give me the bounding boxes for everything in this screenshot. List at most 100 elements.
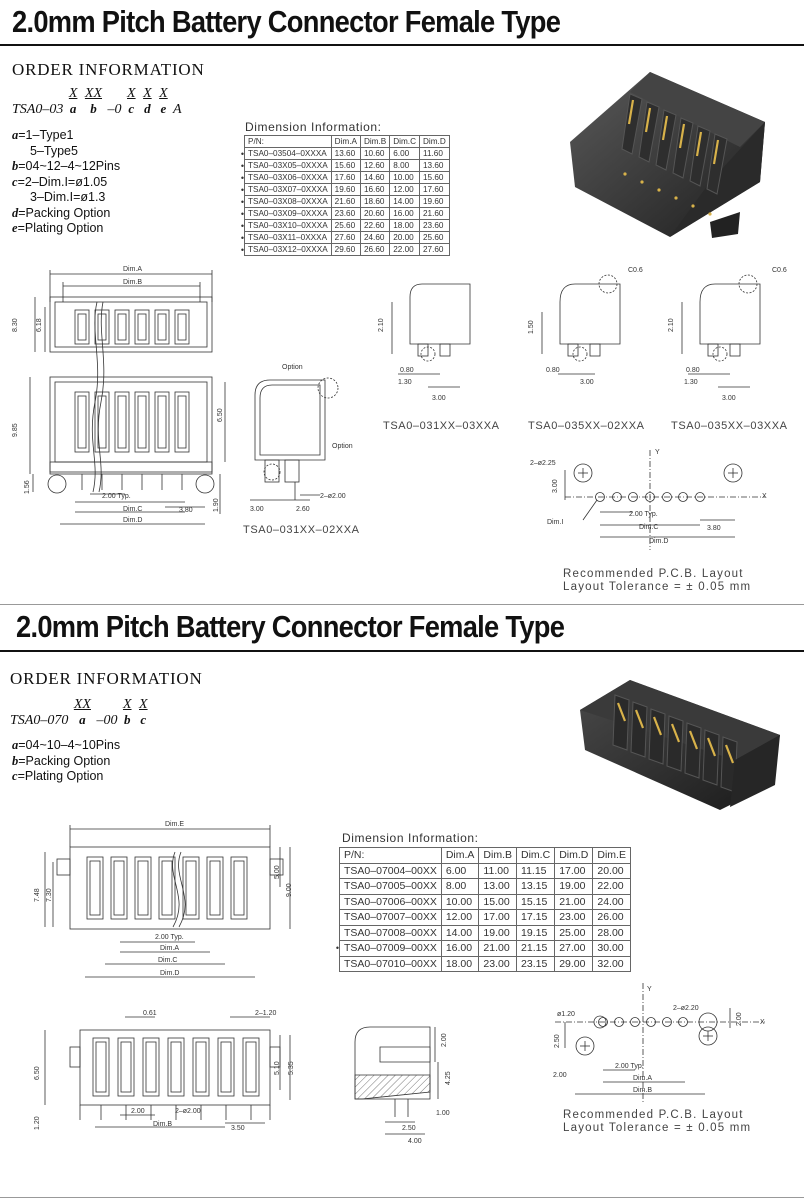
table-cell: 15.60 (419, 171, 450, 184)
contact-slot (217, 1037, 235, 1097)
dim-label: 1.30 (398, 379, 412, 386)
contact-slot (134, 391, 150, 453)
table-cell: TSA0–03X08–0XXXA (244, 195, 332, 208)
dim-c-label: Dim.C (158, 957, 177, 964)
contact-slot (167, 1037, 185, 1097)
bottom-view-drawing: 0.61 2–1.20 6.50 5.10 5.35 1.20 2.00 2–ø… (34, 1010, 295, 1132)
dim-label: 2.10 (668, 318, 675, 332)
option-label: Option (282, 364, 303, 371)
contact-slot (74, 309, 90, 345)
contact-pin (712, 139, 720, 165)
pcb-hole (614, 1017, 624, 1027)
table-cell: TSA0–07006–00XX (339, 893, 442, 910)
pcb-note: Recommended P.C.B. Layout Layout Toleran… (563, 1109, 752, 1134)
table-cell: 24.00 (592, 893, 631, 910)
dim-label: 3.00 (580, 379, 594, 386)
table-cell: 23.60 (330, 207, 361, 220)
table-cell: 19.60 (330, 183, 361, 196)
solder-tail (691, 204, 695, 208)
table-header-cell: Dim.B (359, 135, 391, 148)
table-cell: 15.15 (516, 893, 556, 910)
contact-slot-inner (117, 313, 127, 341)
side-view-drawing: Option Option 3.00 2.60 2–ø2.00 (250, 364, 353, 513)
dim-label: 2.00 (553, 1072, 567, 1079)
dim-label: 4.25 (445, 1071, 452, 1085)
contact-slot (117, 1037, 135, 1097)
contact-slot-inner (95, 1041, 107, 1093)
contact-slot (174, 391, 190, 453)
table-cell: 20.60 (359, 207, 391, 220)
dim-label: 4.00 (408, 1138, 422, 1145)
connector-slot (612, 694, 630, 751)
table-header-cell: Dim.C (389, 135, 420, 148)
pcb-hole (612, 492, 622, 502)
table-cell: 15.60 (330, 159, 361, 172)
dim-i-label: Dim.I (547, 519, 563, 526)
contact-slot (94, 391, 110, 453)
table-cell: 27.60 (330, 231, 361, 244)
dim-b-label: Dim.B (633, 1087, 652, 1094)
pcb-hole (678, 492, 688, 502)
connector-slot (706, 133, 728, 195)
section-type-03: 2.0mm Pitch Battery Connector Female Typ… (0, 4, 804, 593)
order-heading: ORDER INFORMATION (10, 669, 203, 688)
table-cell: 10.00 (440, 893, 480, 910)
row-marker: • (240, 208, 244, 219)
table-cell: 8.00 (389, 159, 420, 172)
table-cell: 12.60 (359, 159, 391, 172)
dim-label: 9.00 (286, 883, 293, 897)
dim-label: 3.50 (231, 1125, 245, 1132)
axis-label: X (760, 1019, 765, 1026)
table-cell: 25.60 (330, 219, 361, 232)
table-cell: 14.00 (440, 924, 480, 941)
solder-tail (657, 188, 661, 192)
table-header-cell: Dim.E (592, 847, 631, 864)
dim-label: 5.10 (274, 1061, 281, 1075)
table-cell: 21.60 (419, 207, 450, 220)
contact-slot (134, 856, 152, 920)
dim-label: 2–ø2.25 (530, 460, 556, 467)
row-marker: • (240, 232, 244, 243)
contact-slot (74, 391, 90, 453)
section-title: 2.0mm Pitch Battery Connector Female Typ… (12, 4, 561, 39)
contact-slot-inner (145, 1041, 157, 1093)
dim-label: ø1.20 (557, 1011, 575, 1018)
table-cell: 23.00 (478, 955, 518, 972)
option-label: Option (332, 443, 353, 450)
solder-tail (640, 180, 644, 184)
pcb-hole (646, 1017, 656, 1027)
drawing-caption: TSA0–031XX–03XXA (383, 420, 500, 432)
contact-slot (134, 309, 150, 345)
dim-label: 0.80 (546, 367, 560, 374)
dim-label: 2–ø2.00 (320, 493, 346, 500)
dim-label: 0.80 (400, 367, 414, 374)
contact-slot (142, 1037, 160, 1097)
drawing-caption: TSA0–035XX–02XXA (528, 420, 645, 432)
solder-tail (623, 172, 627, 176)
connector-slot (689, 125, 711, 187)
pcb-hole (645, 492, 655, 502)
table-cell: 21.60 (330, 195, 361, 208)
table-cell: 29.00 (554, 955, 594, 972)
dim-label: 1.20 (34, 1116, 41, 1130)
table-header-cell: Dim.D (419, 135, 450, 148)
connector-slot (630, 701, 648, 758)
contact-slot (154, 309, 170, 345)
wire-line (178, 851, 186, 928)
bottom-rule (0, 1197, 804, 1198)
table-header-cell: Dim.C (516, 847, 556, 864)
dim-label: 0.80 (686, 367, 700, 374)
contact-slot (174, 309, 190, 345)
axis-label: Y (647, 986, 652, 993)
option-list: a=04~10–4~10Pins b=Packing Option c=Plat… (12, 738, 120, 785)
table-cell: 15.00 (478, 893, 518, 910)
dim-label: 6.50 (34, 1066, 41, 1080)
pcb-hole (695, 492, 705, 502)
contact-slot (110, 856, 128, 920)
